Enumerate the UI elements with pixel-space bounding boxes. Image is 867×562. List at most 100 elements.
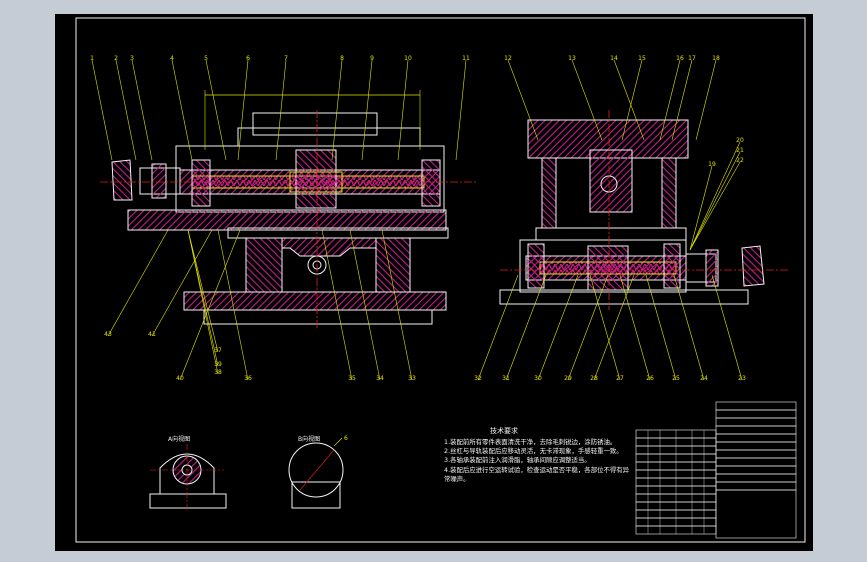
leader-line [621, 59, 643, 141]
callout-front-top-6: 6 [246, 55, 250, 62]
callout-front-bottom-34: 34 [376, 375, 384, 382]
side-coupling [705, 249, 719, 287]
leader-line [659, 59, 681, 141]
leader-line [589, 274, 621, 381]
callout-side-top-12: 12 [504, 55, 512, 62]
tech-title: 技术要求 [490, 427, 518, 435]
leader-line [321, 229, 353, 381]
callout-side-top-16: 16 [676, 55, 684, 62]
base-plate [183, 291, 447, 311]
callout-front-top-7: 7 [284, 55, 288, 62]
callout-side-bottom-27: 27 [616, 375, 624, 382]
detail-view-b: 6 [288, 435, 348, 509]
parts-list [635, 401, 797, 539]
table-cell [715, 489, 797, 539]
side-wall-left [541, 157, 557, 229]
callout-front-bottom-37: 37 [214, 347, 222, 354]
leader-line [361, 59, 373, 161]
leader-line [205, 59, 227, 161]
callout-front-top-1: 1 [90, 55, 94, 62]
leader-line [619, 274, 651, 381]
leader-line [645, 274, 677, 381]
tech-item-1: 1.装配前所有零件表面清洗干净，去除毛刺锐边，涂防锈油。 [444, 438, 617, 446]
callout-side-top-13: 13 [568, 55, 576, 62]
leader-line [397, 59, 409, 161]
leader-line [131, 59, 153, 161]
callout-side-right-22: 22 [736, 157, 744, 164]
front-section-view [100, 90, 478, 330]
border-frame [75, 17, 806, 543]
slide-plate [127, 209, 447, 231]
leader-line [179, 229, 241, 381]
callout-front-bottom-40: 40 [176, 375, 184, 382]
leader-line [711, 274, 743, 381]
callout-side-bottom-32: 32 [474, 375, 482, 382]
bearing-right [421, 159, 441, 207]
detail-b-leader [333, 437, 343, 447]
callout-side-right-21: 21 [736, 147, 744, 154]
callout-front-bottom-43: 43 [104, 331, 112, 338]
tech-item-2: 2.丝杠与导轨装配后应移动灵活，无卡滞现象，手感轻重一致。 [444, 447, 623, 456]
coupling [151, 163, 167, 199]
leader-line [571, 59, 603, 141]
base-foot [203, 309, 433, 325]
side-wall-right [661, 157, 677, 229]
leader-line [593, 274, 635, 381]
leader-line [187, 229, 219, 353]
leader-line [151, 229, 213, 337]
callout-front-bottom-39: 39 [214, 361, 222, 368]
support-left [245, 237, 283, 293]
callout-side-top-15: 15 [638, 55, 646, 62]
tech-item-3: 3.各轴承装配前注入润滑脂，轴承间隙应调整适当。 [444, 456, 591, 465]
callout-front-top-11: 11 [462, 55, 470, 62]
handwheel [111, 159, 133, 201]
leader-line [673, 274, 705, 381]
leader-line [689, 151, 741, 251]
leader-line [187, 229, 219, 375]
leader-line [115, 59, 137, 161]
callout-front-top-8: 8 [340, 55, 344, 62]
leader-line [689, 165, 713, 251]
leader-line [689, 141, 741, 251]
callout-side-right-20: 20 [736, 137, 744, 144]
leader-line [695, 59, 717, 141]
callout-front-bottom-41: 41 [148, 331, 156, 338]
callout-side-bottom-25: 25 [672, 375, 680, 382]
callout-front-top-9: 9 [370, 55, 374, 62]
callout-front-top-5: 5 [204, 55, 208, 62]
detail-b-label: B向视图 [298, 436, 321, 443]
side-bearing-right [663, 243, 681, 289]
callout-side-top-18: 18 [712, 55, 720, 62]
side-section-view [499, 110, 790, 310]
callout-front-top-2: 2 [114, 55, 118, 62]
leader-line [217, 229, 249, 381]
detail-b-balloon: 6 [344, 435, 348, 442]
callout-front-bottom-38: 38 [214, 369, 222, 376]
leader-line [107, 229, 169, 337]
callout-side-top-14: 14 [610, 55, 618, 62]
detail-b-rect [291, 481, 341, 509]
leader-line [171, 59, 193, 161]
callout-side-bottom-31: 31 [502, 375, 510, 382]
leader-line [505, 274, 547, 381]
callout-side-bottom-28: 28 [590, 375, 598, 382]
detail-view-a [149, 444, 227, 512]
leader-line [275, 59, 287, 161]
callout-side-bottom-30: 30 [534, 375, 542, 382]
side-nut-block [589, 149, 633, 213]
detail-a-label: A向视图 [168, 436, 191, 443]
carriage-cap [252, 112, 378, 136]
leader-line [477, 274, 519, 381]
callout-front-top-4: 4 [170, 55, 174, 62]
leader-line [671, 59, 693, 141]
side-handwheel [741, 245, 765, 287]
side-nut [587, 245, 629, 291]
callout-side-bottom-26: 26 [646, 375, 654, 382]
leader-line [689, 161, 741, 251]
leader-line [567, 274, 609, 381]
leader-line [537, 274, 579, 381]
callout-front-top-3: 3 [130, 55, 134, 62]
